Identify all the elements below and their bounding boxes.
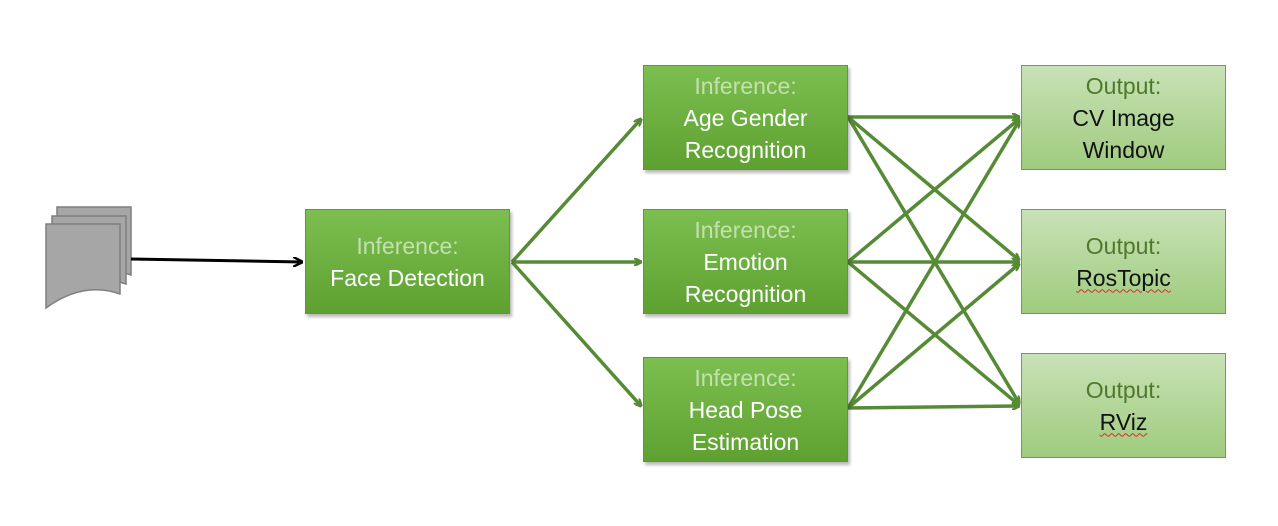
output-rostopic-box: Output: RosTopic (1021, 209, 1226, 314)
age-gender-heading: Inference: (694, 72, 797, 99)
output-rostopic-heading: Output: (1085, 232, 1162, 259)
stacked-documents-icon (45, 206, 132, 310)
age-gender-label-line1: Age Gender (683, 104, 808, 131)
age-gender-box: Inference: Age Gender Recognition (643, 65, 848, 170)
head-pose-heading: Inference: (694, 364, 797, 391)
emotion-label-line1: Emotion (703, 248, 788, 275)
head-pose-box: Inference: Head Pose Estimation (643, 357, 848, 462)
arrow-headpose-to-cv (846, 121, 1019, 409)
age-gender-label-line2: Recognition (684, 136, 807, 163)
output-cv-heading: Output: (1085, 72, 1162, 99)
face-detection-heading: Inference: (356, 232, 459, 259)
output-cv-label-line1: CV Image (1072, 104, 1175, 131)
face-detection-label: Face Detection (330, 264, 485, 291)
output-rostopic-label: RosTopic (1076, 264, 1171, 291)
output-cv-label-line2: Window (1082, 136, 1165, 163)
arrow-headpose-to-rviz (847, 406, 1019, 408)
input-arrow (130, 259, 302, 262)
output-rviz-heading: Output: (1085, 376, 1162, 403)
arrow-emotion-to-rviz (846, 260, 1019, 405)
arrow-emotion-to-cv (846, 119, 1019, 264)
output-cv-box: Output: CV Image Window (1021, 65, 1226, 170)
arrow-agegender-to-rviz (846, 116, 1019, 403)
head-pose-label-line1: Head Pose (688, 396, 803, 423)
head-pose-label-line2: Estimation (691, 428, 800, 455)
arrow-headpose-to-rostopic (846, 264, 1019, 410)
emotion-label-line2: Recognition (684, 280, 807, 307)
emotion-box: Inference: Emotion Recognition (643, 209, 848, 314)
face-detection-box: Inference: Face Detection (305, 209, 510, 314)
arrow-face-to-agegender (510, 119, 641, 264)
emotion-heading: Inference: (694, 216, 797, 243)
output-rviz-label: RViz (1099, 408, 1148, 435)
arrow-face-to-headpose (510, 260, 641, 406)
output-rviz-box: Output: RViz (1021, 353, 1226, 458)
